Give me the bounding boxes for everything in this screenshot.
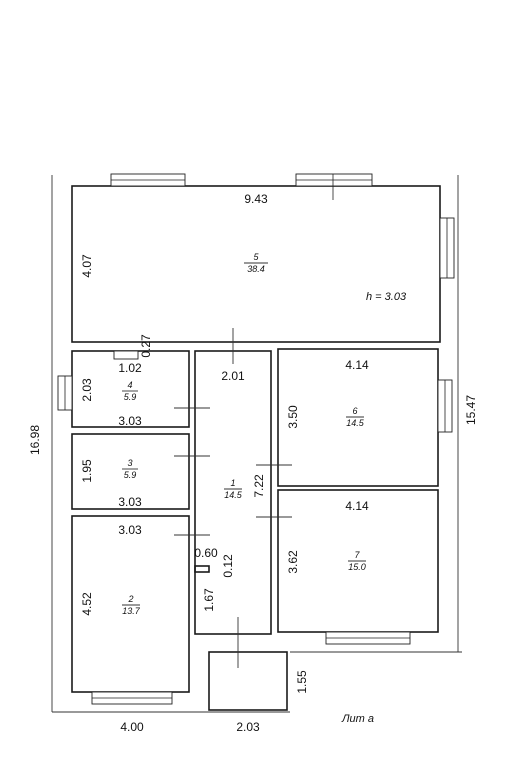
dim-room7-width: 4.14 (345, 499, 369, 513)
corridor-step (194, 565, 210, 573)
dim-left-total: 16.98 (28, 425, 42, 455)
room-1-area: 14.5 (224, 490, 243, 500)
dim-bottom-left: 4.00 (120, 720, 144, 734)
dim-room4-width: 1.02 (118, 361, 142, 375)
porch-outline (208, 651, 288, 711)
dim-room4-height: 2.03 (80, 378, 94, 402)
room-6-number: 6 (352, 406, 357, 416)
room-5-area: 38.4 (247, 264, 265, 274)
dim-room6-width: 4.14 (345, 358, 369, 372)
dim-right-total: 15.47 (464, 395, 478, 425)
dim-room2-height: 4.52 (80, 592, 94, 616)
room-6-area: 14.5 (346, 418, 365, 428)
room-4-area: 5.9 (124, 392, 137, 402)
ceiling-height: h = 3.03 (366, 291, 407, 303)
dim-room5-height: 4.07 (80, 254, 94, 278)
room-4-niche (113, 350, 139, 360)
room-2-number: 2 (127, 594, 133, 604)
room-7-number: 7 (354, 550, 360, 560)
dim-room4-bottom: 3.03 (118, 414, 142, 428)
dim-top-width: 9.43 (244, 192, 268, 206)
room-3-outline (71, 433, 190, 510)
dim-room3-bottom: 3.03 (118, 495, 142, 509)
room-1-number: 1 (230, 478, 235, 488)
plan-label: Лит а (341, 713, 374, 725)
dim-porch-height: 1.55 (295, 670, 309, 694)
dim-room7-height: 3.62 (286, 550, 300, 574)
dim-gap: 0.27 (139, 334, 153, 358)
room-3-area: 5.9 (124, 470, 137, 480)
dim-corridor-width: 2.01 (221, 369, 245, 383)
room-4-number: 4 (127, 380, 132, 390)
dim-step-a: 0.60 (194, 546, 218, 560)
dim-bottom-porch: 2.03 (236, 720, 260, 734)
dim-step-b: 0.12 (221, 554, 235, 578)
dim-room6-height: 3.50 (286, 405, 300, 429)
room-7-area: 15.0 (348, 562, 366, 572)
dim-room3-height: 1.95 (80, 459, 94, 483)
dim-corridor-height: 7.22 (252, 474, 266, 498)
room-3-number: 3 (127, 458, 132, 468)
dim-room2-width: 3.03 (118, 523, 142, 537)
room-5-number: 5 (253, 252, 259, 262)
dim-corridor-low: 1.67 (202, 588, 216, 612)
room-2-area: 13.7 (122, 606, 141, 616)
